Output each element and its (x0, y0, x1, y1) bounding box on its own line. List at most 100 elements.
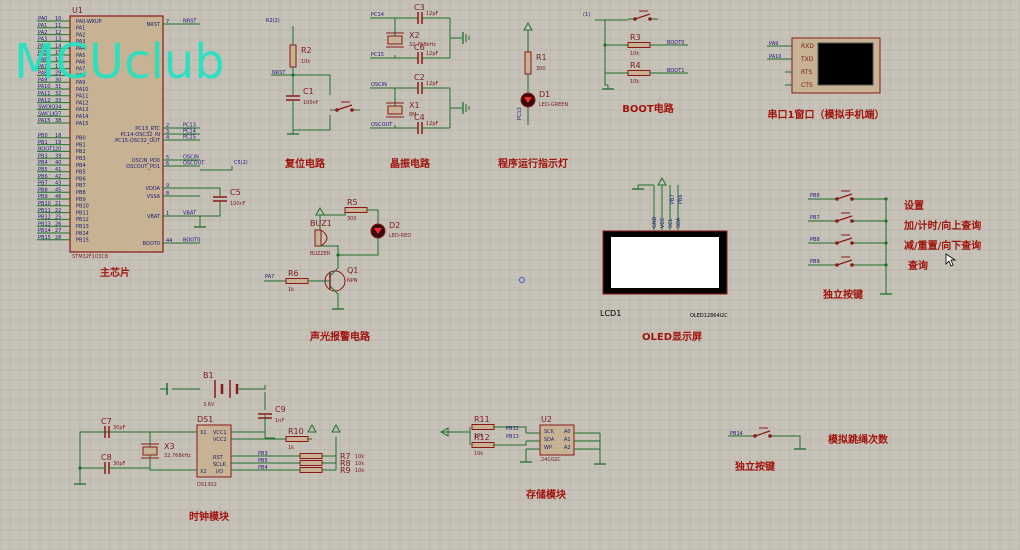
net-label: 16 (55, 57, 61, 63)
capacitor-ref: C3 (414, 3, 425, 12)
net-label: PB12 (38, 215, 51, 221)
wire (604, 45, 628, 74)
net-label: SDA (676, 217, 682, 228)
wire (200, 187, 221, 196)
buzzer-value: BUZZER (310, 251, 331, 257)
net-label: 45 (55, 187, 61, 193)
mouse-cursor-icon (945, 253, 957, 267)
button-pin (850, 219, 854, 223)
title-crystal: 晶振电路 (390, 157, 431, 170)
net-label: PB13 (506, 434, 519, 440)
net-label: 15 (55, 50, 61, 56)
wire (237, 385, 266, 390)
crystal (142, 446, 158, 456)
net-label: OSCIN (371, 82, 387, 88)
button-contact (836, 193, 853, 200)
net-label: PB15 (38, 235, 51, 241)
key-label-2: 加/计时/向上查询 (903, 219, 981, 232)
resistor (299, 460, 323, 466)
net-label: PB10 (76, 204, 89, 210)
resistor-value: 10k (355, 461, 364, 467)
wire (149, 432, 197, 471)
resistor-ref: R6 (288, 269, 299, 278)
power-arrow (331, 423, 341, 433)
battery-value: 3.6V (203, 402, 215, 408)
net-label: OSCIN_PD0 (132, 158, 160, 164)
net-label: PB11 (76, 210, 89, 216)
net-label: 6 (166, 161, 169, 167)
resistor (524, 51, 532, 75)
power-arrow (523, 21, 533, 31)
net-label: OSCIN (183, 155, 199, 161)
net-label: PB3 (76, 156, 86, 162)
capacitor-value: 12pF (426, 51, 439, 57)
title-rope-key: 独立按键 (735, 460, 776, 473)
net-label: PA10 (769, 54, 781, 60)
net-label: PA15 (38, 118, 50, 124)
oled-part: OLED12864I2C (690, 313, 728, 319)
resistor-ref: R11 (474, 415, 490, 424)
net-label: PA3 (76, 39, 85, 45)
rtc-pin: X2 (200, 469, 207, 475)
resistor (627, 70, 651, 76)
wire (494, 441, 527, 446)
resistor-value: 10k (474, 451, 483, 457)
buzzer-ref: BUZ1 (310, 219, 332, 228)
button-pin (335, 108, 339, 112)
net-label: 28 (55, 235, 61, 241)
net-label: PB13 (38, 221, 51, 227)
net-label: PB7 (38, 181, 48, 187)
button-pin (835, 263, 839, 267)
resistor-ref: R7 (340, 452, 351, 461)
wire (367, 209, 379, 224)
resistor-value: 1k (288, 287, 294, 293)
resistor-ref: R5 (347, 198, 358, 207)
net-label: PA4 (38, 43, 47, 49)
net-label: NRST (147, 22, 161, 28)
wire (200, 166, 233, 171)
resistor-ref: R12 (474, 433, 490, 442)
transistor-value: NPN (347, 278, 358, 284)
net-label: PB8 (810, 237, 820, 243)
net-label: VBAT (147, 214, 161, 220)
rtc-pin: VCC2 (213, 437, 227, 443)
led-triangle (374, 228, 382, 234)
junction-dot (336, 253, 340, 257)
net-label: BOOT1 (667, 68, 684, 74)
uart-screen (817, 42, 874, 86)
title-rope-count: 模拟跳绳次数 (828, 433, 889, 446)
resistor-value: 1k (288, 445, 294, 451)
rtc-ref: DS1 (197, 415, 213, 424)
rtc-part: DS1302 (197, 482, 217, 488)
eeprom-pin: SDA (544, 437, 555, 443)
resistor-value: 10k (474, 433, 483, 439)
net-label: BOOT0 (667, 40, 684, 46)
net-label: 31 (55, 84, 61, 90)
net-label: PC15-OSC32_OUT (115, 138, 161, 144)
wire (494, 426, 527, 433)
net-label: PB5 (258, 458, 268, 464)
button-contact (836, 259, 853, 266)
crystal-ref: X3 (164, 442, 175, 451)
junction-dot (78, 466, 82, 470)
net-label: 27 (55, 228, 61, 234)
button-pin (633, 17, 637, 21)
net-label: 29 (55, 71, 61, 77)
wire (329, 267, 339, 277)
mcu-ref: U1 (72, 6, 83, 15)
crystal (387, 105, 403, 115)
resistor (344, 207, 368, 213)
wire (441, 431, 471, 441)
net-label: 21 (55, 201, 61, 207)
net-label: PB0 (38, 133, 48, 139)
title-keys: 独立按键 (823, 288, 864, 301)
net-label: PA12 (76, 100, 88, 106)
net-label: 11 (55, 23, 61, 29)
net-label: SCL (668, 218, 674, 228)
mcu-part: STM32F103C8 (72, 254, 108, 260)
net-label: PA7 (265, 274, 274, 280)
net-label: PB9 (38, 194, 48, 200)
button-contact (634, 13, 651, 20)
net-label: 43 (55, 181, 61, 187)
